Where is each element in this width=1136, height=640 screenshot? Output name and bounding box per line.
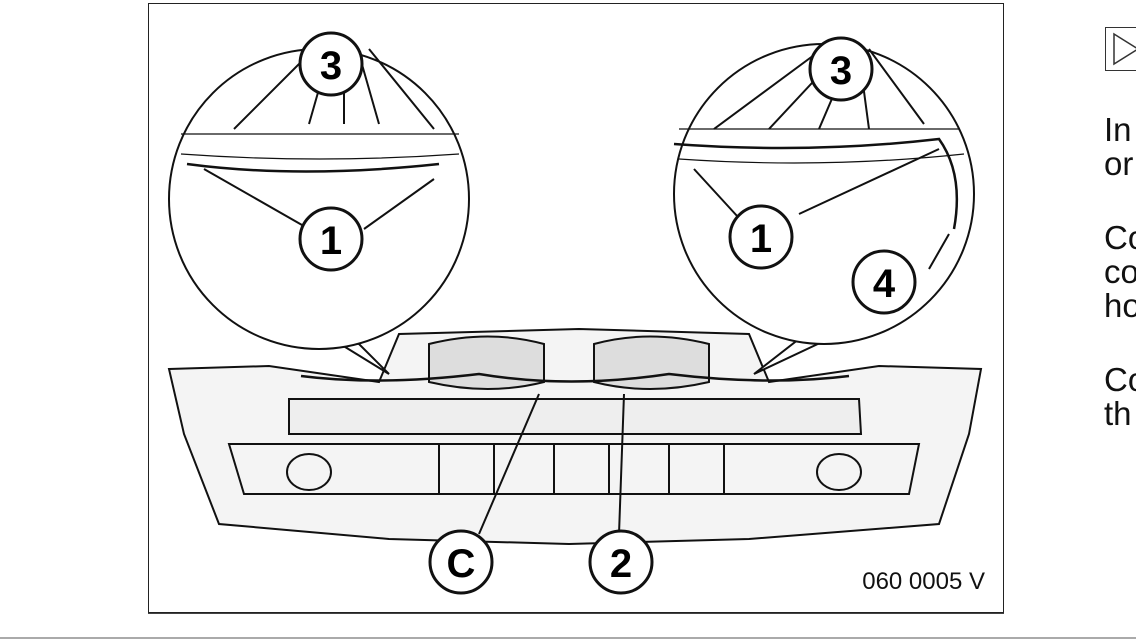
callout-1-right: 1 bbox=[728, 204, 794, 270]
bumper-wiring-illustration: 3 1 3 1 4 C 2 060 0005 V bbox=[148, 3, 1004, 613]
text-line: Co bbox=[1104, 219, 1136, 256]
svg-text:3: 3 bbox=[320, 44, 342, 88]
callout-3-left: 3 bbox=[298, 31, 364, 97]
callout-4: 4 bbox=[851, 249, 917, 315]
svg-text:1: 1 bbox=[320, 219, 342, 263]
wiring-harness bbox=[300, 372, 850, 383]
text-line: co bbox=[1104, 253, 1136, 290]
callout-c: C bbox=[428, 529, 494, 595]
page-divider bbox=[0, 637, 1136, 639]
illustration-drawing: 3 1 3 1 4 C 2 bbox=[167, 31, 983, 595]
svg-text:4: 4 bbox=[873, 262, 896, 306]
callout-labels: 3 1 3 1 4 C 2 bbox=[298, 31, 917, 595]
callout-2: 2 bbox=[588, 529, 654, 595]
svg-text:C: C bbox=[447, 542, 476, 586]
figure-id: 060 0005 V bbox=[862, 568, 985, 595]
play-triangle-note-icon bbox=[1105, 27, 1136, 71]
callout-1-left: 1 bbox=[298, 206, 364, 272]
paragraph-1: In or bbox=[1104, 113, 1133, 181]
text-line: th bbox=[1104, 395, 1132, 432]
bumper-outline bbox=[167, 327, 983, 546]
paragraph-3: Co th bbox=[1104, 363, 1136, 431]
text-line: or bbox=[1104, 145, 1134, 182]
callout-3-right: 3 bbox=[808, 36, 874, 102]
paragraph-2: Co co ho bbox=[1104, 221, 1136, 323]
svg-text:3: 3 bbox=[830, 49, 852, 93]
text-line: ho bbox=[1104, 287, 1136, 324]
svg-text:1: 1 bbox=[750, 217, 772, 261]
text-line: In bbox=[1104, 111, 1132, 148]
text-line: Co bbox=[1104, 361, 1136, 398]
svg-text:2: 2 bbox=[610, 542, 632, 586]
